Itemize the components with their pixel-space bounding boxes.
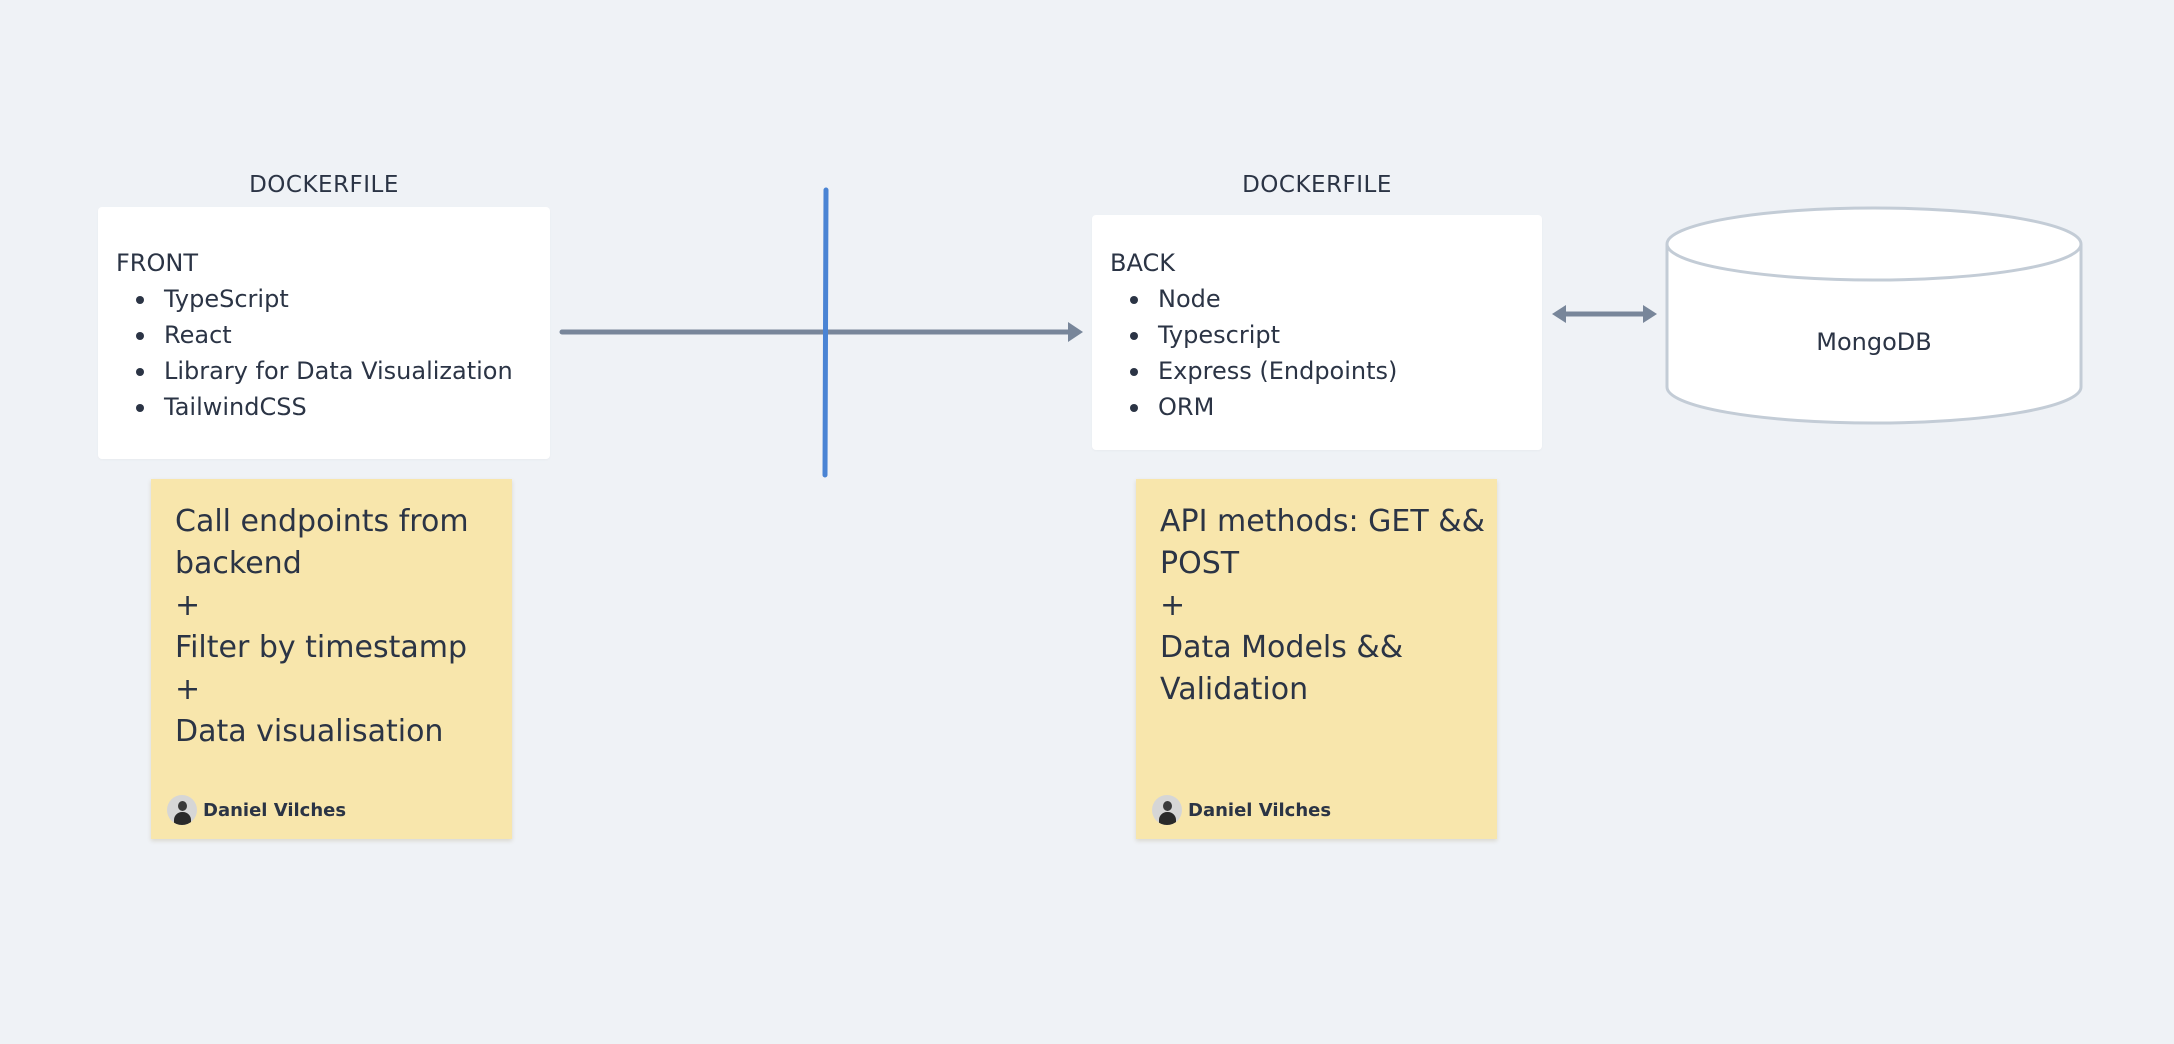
list-item: Library for Data Visualization — [116, 353, 550, 389]
bullet-icon — [136, 368, 144, 376]
sticky-line: + — [175, 672, 201, 707]
author-name: Daniel Vilches — [203, 799, 347, 821]
bullet-icon — [136, 296, 144, 304]
front-to-back-arrow[interactable] — [559, 322, 1083, 342]
back-frame-label: DOCKERFILE — [1242, 172, 1392, 198]
list-item: Typescript — [1110, 317, 1542, 353]
mongodb-cylinder[interactable] — [1665, 206, 2083, 425]
mongodb-label: MongoDB — [1816, 328, 1932, 356]
front-card[interactable]: FRONT TypeScript React Library for Data … — [98, 207, 550, 459]
avatar — [167, 795, 197, 825]
list-item: TailwindCSS — [116, 389, 550, 425]
sticky-line: Filter by timestamp — [175, 630, 467, 665]
back-card[interactable]: BACK Node Typescript Express (Endpoints)… — [1092, 215, 1542, 450]
sticky-line: Data Models && — [1160, 630, 1404, 665]
bullet-icon — [1130, 332, 1138, 340]
sticky-line: + — [175, 588, 201, 623]
back-card-title: BACK — [1110, 249, 1175, 277]
sticky-note-front[interactable]: Call endpoints from backend + Filter by … — [151, 479, 512, 839]
sticky-line: Call endpoints from — [175, 504, 469, 539]
sticky-line: Validation — [1160, 672, 1309, 707]
list-item: Express (Endpoints) — [1110, 353, 1542, 389]
bullet-icon — [136, 332, 144, 340]
author-name: Daniel Vilches — [1188, 799, 1332, 821]
bullet-icon — [136, 404, 144, 412]
sticky-line: API methods: GET && — [1160, 504, 1485, 539]
sticky-note-back[interactable]: API methods: GET && POST + Data Models &… — [1136, 479, 1497, 839]
bullet-icon — [1130, 368, 1138, 376]
list-item: Node — [1110, 281, 1542, 317]
front-frame-label: DOCKERFILE — [249, 172, 399, 198]
sticky-line: Data visualisation — [175, 714, 444, 749]
front-card-title: FRONT — [116, 249, 198, 277]
front-tech-list: TypeScript React Library for Data Visual… — [116, 281, 550, 425]
bullet-icon — [1130, 404, 1138, 412]
bullet-icon — [1130, 296, 1138, 304]
vertical-divider[interactable] — [822, 187, 829, 478]
sticky-author: Daniel Vilches — [167, 795, 346, 825]
list-item: React — [116, 317, 550, 353]
sticky-line: backend — [175, 546, 302, 581]
list-item: ORM — [1110, 389, 1542, 425]
sticky-line: POST — [1160, 546, 1240, 581]
sticky-author: Daniel Vilches — [1152, 795, 1331, 825]
list-item: TypeScript — [116, 281, 550, 317]
back-tech-list: Node Typescript Express (Endpoints) ORM — [1110, 281, 1542, 425]
avatar — [1152, 795, 1182, 825]
sticky-line: + — [1160, 588, 1186, 623]
back-db-double-arrow[interactable] — [1552, 305, 1657, 323]
